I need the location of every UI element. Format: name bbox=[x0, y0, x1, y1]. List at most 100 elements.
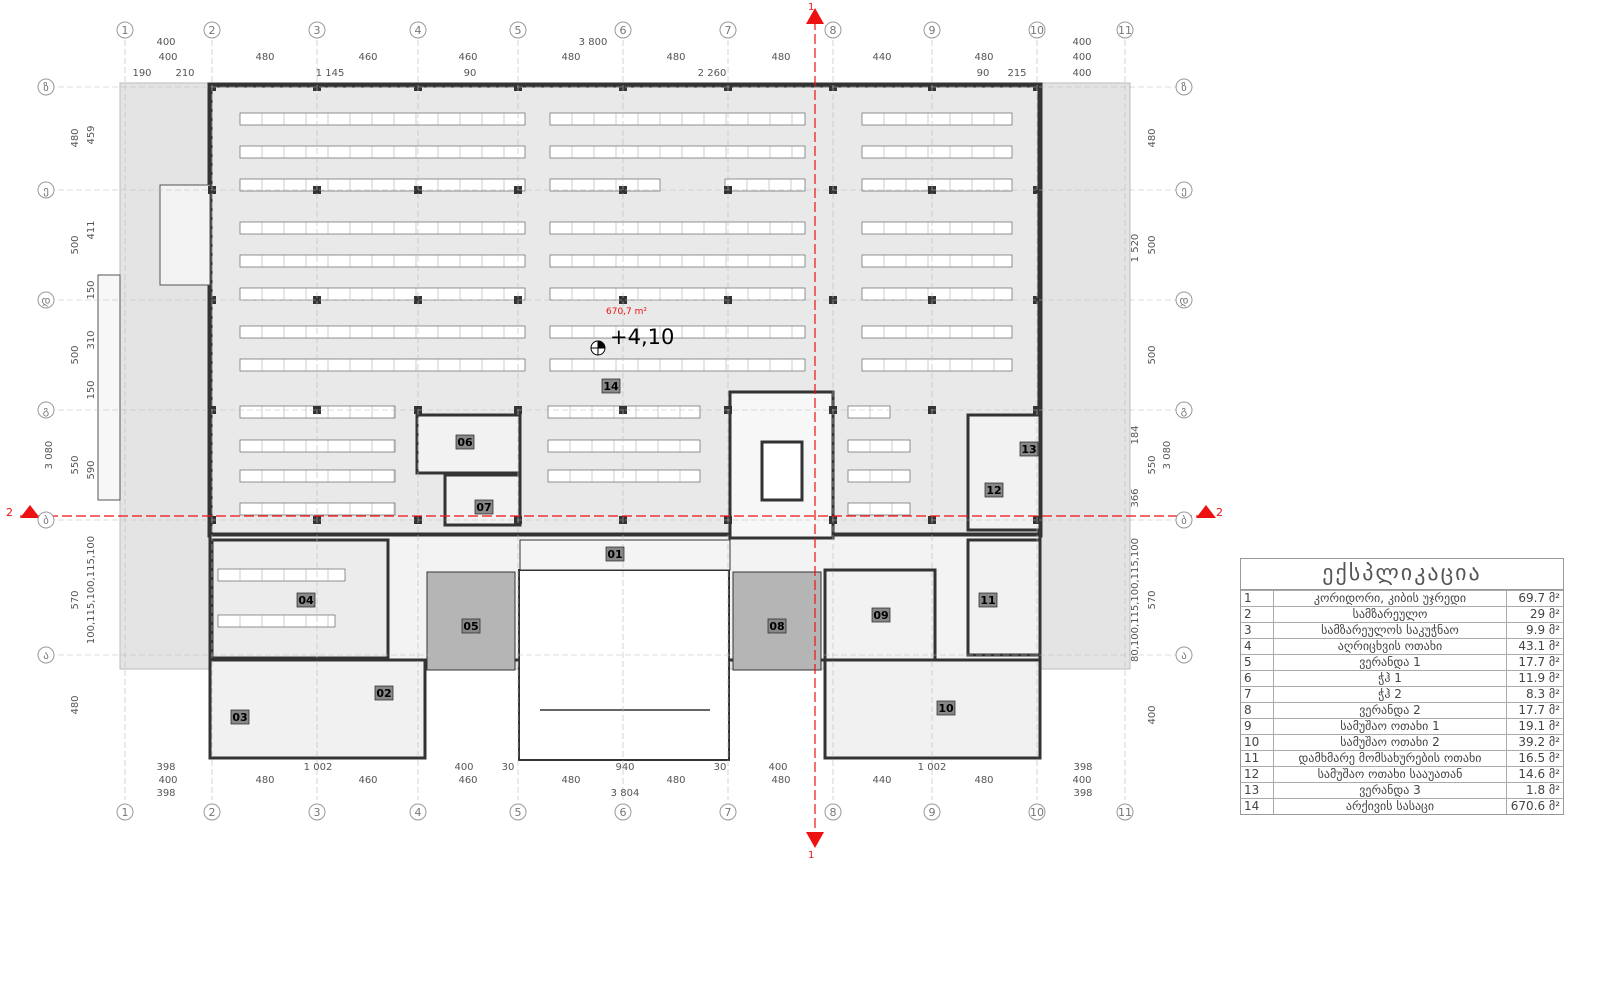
dimension-value: 400 bbox=[1072, 68, 1091, 79]
section-label-left: 2 bbox=[6, 506, 13, 519]
grid-bubble bbox=[923, 803, 941, 821]
dimension-value: 480 bbox=[70, 695, 81, 714]
room-tag bbox=[296, 592, 316, 608]
grid-label: 1 bbox=[122, 806, 129, 819]
dimension-value: 500 bbox=[70, 235, 81, 254]
shelf-row bbox=[239, 221, 526, 235]
dimension-value: 400 bbox=[156, 37, 175, 48]
shelf-row bbox=[861, 358, 1013, 372]
room-number: 05 bbox=[463, 620, 478, 633]
axis-bubble bbox=[37, 181, 55, 199]
section-arrow-right bbox=[1196, 505, 1216, 518]
shelf-row bbox=[549, 145, 806, 159]
grid-bubble bbox=[409, 21, 427, 39]
shelf-row bbox=[549, 287, 806, 301]
dimension-value: 940 bbox=[615, 762, 634, 773]
legend-cell-area: 43.1 მ² bbox=[1506, 638, 1563, 655]
room-tag bbox=[936, 700, 956, 716]
section-arrow-bottom bbox=[806, 832, 824, 848]
legend-cell-n: 4 bbox=[1241, 638, 1274, 655]
shelf-row bbox=[861, 178, 1013, 192]
shelf-row bbox=[549, 254, 806, 268]
legend-cell-area: 29 მ² bbox=[1506, 606, 1563, 623]
legend-cell-name: დამხმარე მომსახურების ოთახი bbox=[1273, 750, 1507, 767]
level-mark: +4,10 bbox=[610, 325, 674, 349]
grid-bubble bbox=[1116, 803, 1134, 821]
legend-cell-n: 14 bbox=[1241, 798, 1274, 814]
grid-bubble bbox=[203, 803, 221, 821]
grid-bubble bbox=[308, 803, 326, 821]
axis-label: ზ bbox=[43, 81, 49, 94]
dimension-value: 460 bbox=[458, 775, 477, 786]
room-number: 11 bbox=[980, 594, 995, 607]
dimension-value: 3 080 bbox=[1162, 441, 1173, 470]
grid-bubble bbox=[1116, 21, 1134, 39]
dimension-value: 440 bbox=[872, 775, 891, 786]
dimension-value: 398 bbox=[156, 788, 175, 799]
grid-bubble bbox=[308, 21, 326, 39]
axis-bubble bbox=[1175, 511, 1193, 529]
room-10-area bbox=[823, 658, 1042, 760]
axis-label: დ bbox=[42, 294, 51, 307]
legend-cell-area: 39.2 მ² bbox=[1506, 734, 1563, 751]
axis-bubble bbox=[37, 511, 55, 529]
axis-label: ა bbox=[1181, 649, 1187, 662]
grid-label: 5 bbox=[515, 806, 522, 819]
shelf-row bbox=[861, 221, 1013, 235]
room-tag bbox=[978, 592, 998, 608]
section-label-top: 1 bbox=[808, 2, 814, 13]
dimension-value: 480 bbox=[561, 52, 580, 63]
room-number: 04 bbox=[298, 594, 314, 607]
grid-label: 9 bbox=[929, 806, 936, 819]
dimension-value: 400 bbox=[1072, 52, 1091, 63]
shelf-row bbox=[217, 614, 336, 628]
grid-bubble bbox=[203, 21, 221, 39]
grid-label: 11 bbox=[1118, 806, 1132, 819]
grid-bubble bbox=[923, 21, 941, 39]
dimension-value: 480 bbox=[974, 775, 993, 786]
shelf-row bbox=[217, 568, 346, 582]
grid-label: 10 bbox=[1030, 24, 1044, 37]
grid-label: 7 bbox=[725, 24, 732, 37]
column bbox=[1033, 296, 1041, 304]
shelf-row bbox=[861, 254, 1013, 268]
room-number: 12 bbox=[986, 484, 1001, 497]
axis-label: გ bbox=[43, 404, 49, 417]
legend-cell-name: სამუშაო ოთახი 1 bbox=[1273, 718, 1507, 735]
shelf-row bbox=[239, 254, 526, 268]
grid-label: 8 bbox=[830, 806, 837, 819]
column bbox=[313, 296, 321, 304]
dimension-value: 3 800 bbox=[579, 37, 608, 48]
legend-cell-n: 2 bbox=[1241, 606, 1274, 623]
dimension-value: 400 bbox=[1072, 775, 1091, 786]
dimension-value: 411 bbox=[86, 220, 97, 239]
dimension-value: 1 520 bbox=[1130, 234, 1141, 263]
corridor-01 bbox=[519, 539, 731, 571]
dimension-value: 590 bbox=[86, 460, 97, 479]
legend-cell-n: 11 bbox=[1241, 750, 1274, 767]
section-label-bottom: 1 bbox=[808, 850, 814, 861]
room-tag bbox=[474, 499, 494, 515]
legend-cell-name: ჭჰ 1 bbox=[1273, 670, 1507, 687]
axis-bubble bbox=[1175, 78, 1193, 96]
axis-bubble bbox=[1175, 181, 1193, 199]
archive-hall bbox=[207, 82, 1043, 538]
legend-cell-n: 12 bbox=[1241, 766, 1274, 783]
grid-bubble bbox=[116, 21, 134, 39]
legend-title: ექსპლიკაცია bbox=[1241, 559, 1563, 590]
shelf-row bbox=[239, 178, 526, 192]
legend-cell-name: აღრიცხვის ოთახი bbox=[1273, 638, 1507, 655]
room-tag bbox=[374, 685, 394, 701]
dimension-value: 400 bbox=[158, 52, 177, 63]
shelf-row bbox=[861, 287, 1013, 301]
courtyard bbox=[518, 569, 730, 761]
legend-cell-area: 14.6 მ² bbox=[1506, 766, 1563, 783]
